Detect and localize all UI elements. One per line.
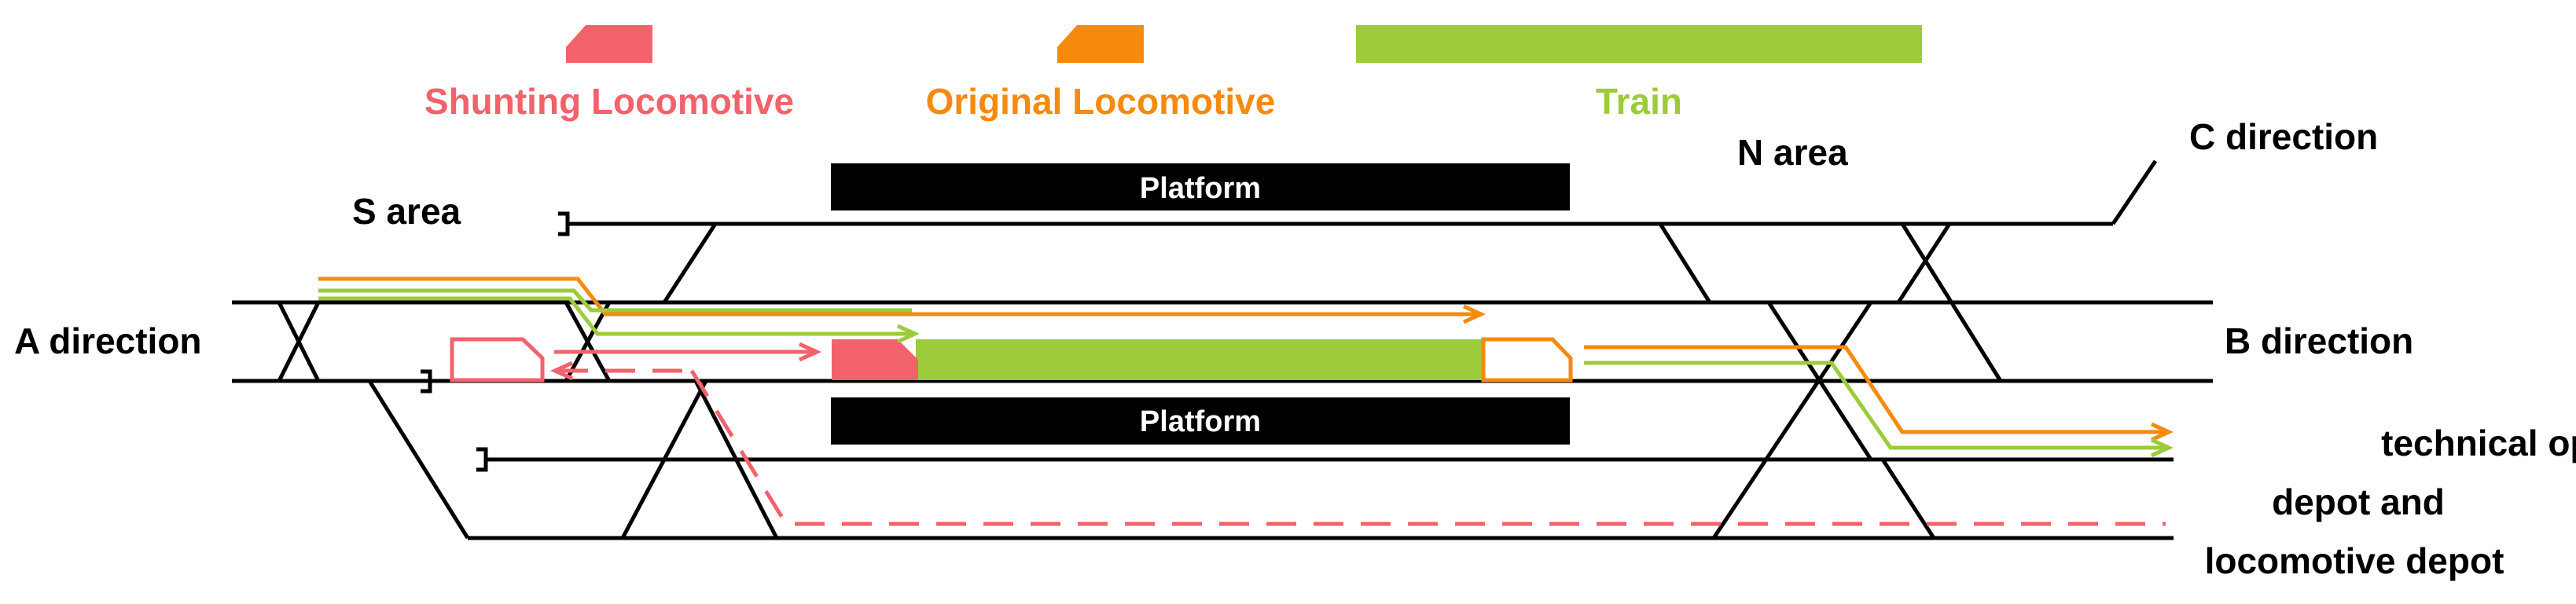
track-1-c-direction-branch (2111, 159, 2158, 225)
crossover-s-track3-track5 (693, 379, 779, 540)
crossover-n-track1-b (1896, 222, 1952, 304)
a-direction-label: A direction (14, 320, 202, 361)
original-route-out-arrowhead (2150, 422, 2174, 442)
crossover-s-2 (564, 301, 612, 383)
s-area-label: S area (352, 191, 461, 232)
shunting-route-to-train-arrowhead (798, 342, 822, 362)
depot-label-line-2: depot and (2272, 481, 2445, 522)
legend-original-locomotive-icon (1057, 25, 1144, 63)
train-route-in-top (318, 288, 912, 313)
train-body (916, 339, 1483, 380)
track-1-end-stop (558, 211, 570, 236)
legend-shunting-label: Shunting Locomotive (424, 81, 794, 122)
shunting-route-to-depot (689, 369, 2166, 526)
legend: Shunting Locomotive Original Locomotive … (424, 25, 1922, 122)
platform-top-label: Platform (1140, 172, 1261, 205)
train-route-out-arrowhead (2150, 437, 2174, 458)
diverge-a-to-track5 (367, 379, 470, 540)
shunting-locomotive-waiting (450, 337, 545, 383)
legend-train-icon (1356, 25, 1922, 63)
legend-original-label: Original Locomotive (926, 81, 1276, 122)
original-route-in-arrowhead (1462, 304, 1486, 324)
shunting-route-return-arrowhead (549, 361, 574, 381)
platform-bottom-label: Platform (1140, 405, 1261, 438)
routes (318, 276, 2174, 526)
b-direction-label: B direction (2225, 320, 2413, 361)
platform-top (831, 163, 1570, 210)
train-route-in-arrowhead (896, 324, 921, 344)
track-4-end-stop (476, 447, 488, 472)
crossover-n-2 (1711, 301, 1873, 540)
c-direction-label: C direction (2189, 116, 2378, 157)
shunting-locomotive-at-train (832, 339, 918, 380)
n-area-label: N area (1737, 132, 1848, 173)
tracks (232, 159, 2213, 540)
crossover-n-track1-a (1900, 222, 2003, 383)
diverge-s-track1 (662, 222, 718, 304)
original-locomotive-at-train (1481, 337, 1573, 383)
stub-end-stop (421, 369, 432, 394)
platform-bottom (831, 397, 1570, 445)
crossover-n-track1-track2 (1658, 222, 1712, 304)
crossover-a-2 (277, 301, 321, 383)
crossover-n-track4-track5 (1880, 458, 1936, 540)
train-route-out (1584, 361, 2166, 450)
legend-shunting-locomotive-icon (566, 25, 652, 63)
original-route-out (1584, 345, 2166, 434)
legend-train-label: Train (1596, 81, 1682, 122)
original-route-in (318, 276, 1478, 317)
depot-label-line-3: locomotive depot (2205, 540, 2504, 581)
crossover-s-track3-track5-b (620, 379, 708, 540)
depot-label-line-1: technical operation (2381, 423, 2576, 463)
train-route-in-lower (318, 296, 912, 336)
